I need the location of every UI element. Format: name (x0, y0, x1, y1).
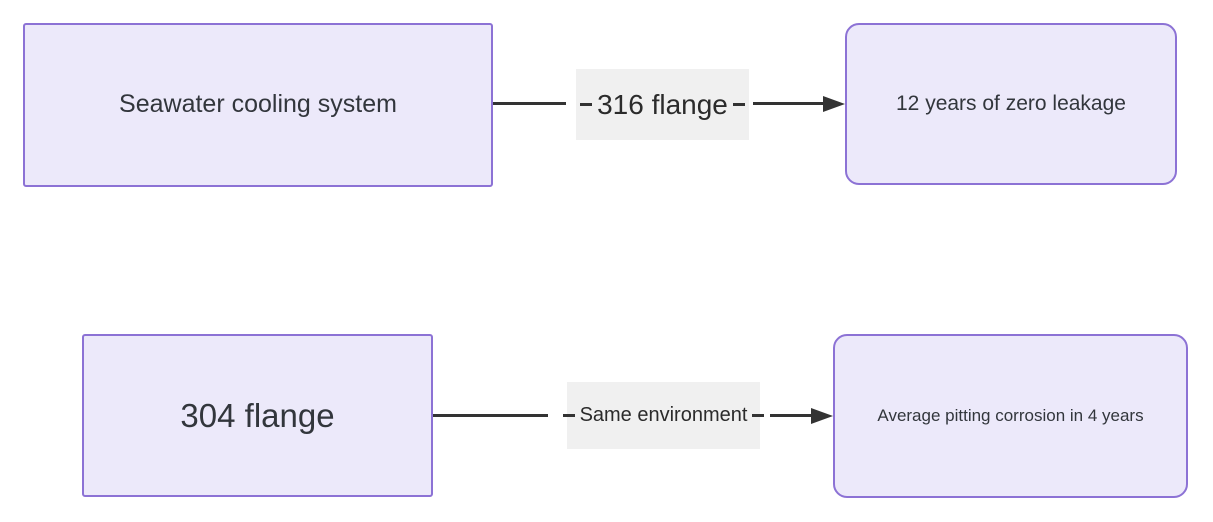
edge-label-same-environment: Same environment (562, 382, 765, 449)
node-seawater-cooling-system: Seawater cooling system (23, 23, 493, 187)
connector-line (753, 102, 824, 105)
connector-line (433, 414, 548, 417)
node-304-flange: 304 flange (82, 334, 433, 497)
arrow-head-icon (811, 408, 833, 424)
line-dash (732, 103, 745, 106)
node-label: 12 years of zero leakage (896, 91, 1126, 115)
node-label: Average pitting corrosion in 4 years (877, 406, 1144, 426)
edge-label-316-flange: 316 flange (576, 69, 749, 140)
node-12-years-zero-leakage: 12 years of zero leakage (845, 23, 1177, 185)
node-label: 304 flange (180, 396, 335, 434)
connector-line (770, 414, 812, 417)
connector-line (493, 102, 566, 105)
edge-label-text: Same environment (579, 404, 748, 426)
line-dash (562, 414, 575, 417)
line-dash (752, 414, 765, 417)
node-label: Seawater cooling system (119, 90, 397, 119)
line-dash (580, 103, 593, 106)
node-average-pitting-corrosion: Average pitting corrosion in 4 years (833, 334, 1188, 498)
edge-label-text: 316 flange (597, 88, 728, 120)
arrow-head-icon (823, 96, 845, 112)
